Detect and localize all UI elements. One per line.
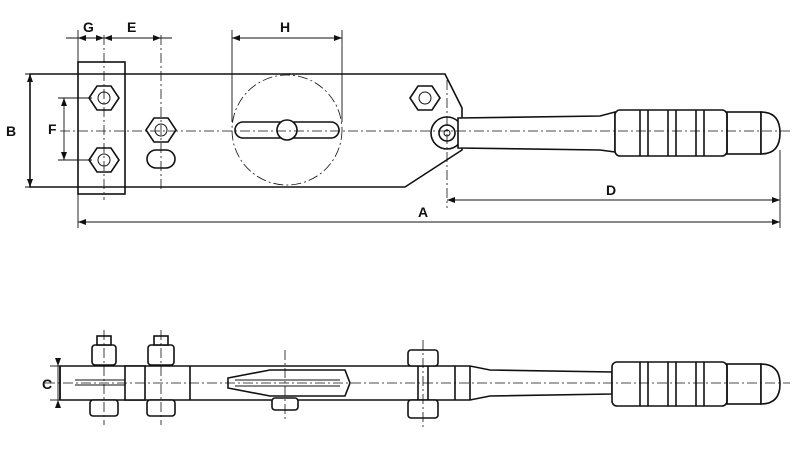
dimension-a: A [77,194,780,228]
dimension-c: C [42,358,62,408]
handle-end-cap [760,363,781,405]
bolt-side-icon [89,330,119,425]
disc-pivot-icon [276,119,298,141]
hex-bolt-icon [409,85,441,111]
knurled-grip [726,111,762,155]
bolt-side-icon [407,340,439,430]
bolt-side-icon [146,330,176,425]
handle-end-cap [760,111,781,155]
dimension-label: A [418,204,428,220]
dimension-label: G [83,19,94,35]
handle-grip [614,109,781,157]
dimension-f: F [48,97,92,161]
dimension-label: C [42,376,52,392]
dimension-label: E [127,19,136,35]
dimension-label: B [6,123,16,139]
dimension-label: D [606,182,616,198]
dimension-b: B [6,73,80,188]
dimension-h: H [231,19,343,122]
dimension-label: F [48,121,57,137]
handle-lever [457,110,616,153]
dimension-label: H [280,19,290,35]
dimension-g: G [66,19,116,62]
hex-bolt-icon [88,147,120,173]
dimension-d: D [447,150,781,228]
side-handle-grip [611,361,781,407]
dimension-e: E [104,19,172,41]
knurled-grip [726,363,762,405]
top-view: G E H B [6,19,790,228]
rotating-disc [231,74,343,186]
side-view: C [42,330,790,430]
